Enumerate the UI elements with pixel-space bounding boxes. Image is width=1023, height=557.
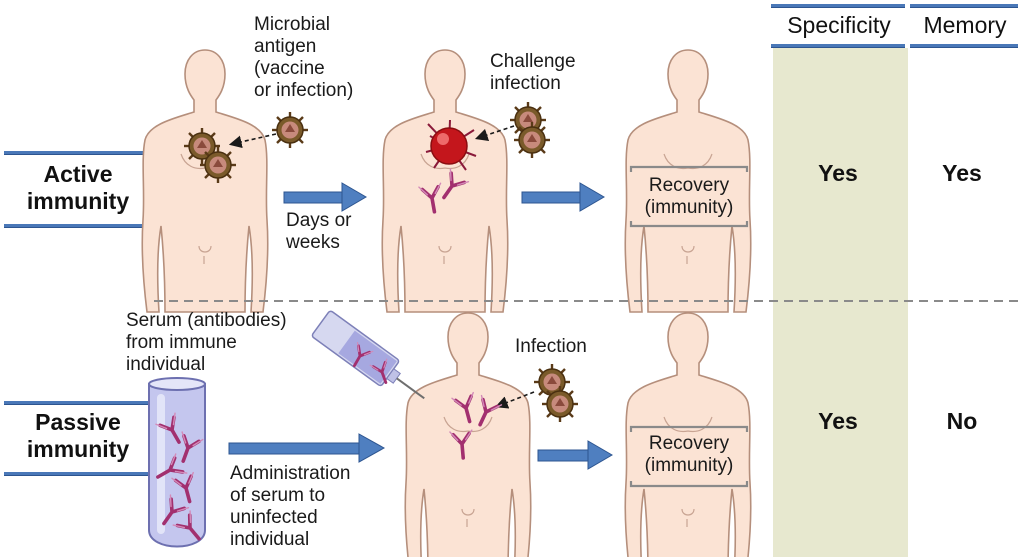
passive-immunity-label-line1: Passive	[35, 409, 121, 435]
active-immunity-label-line1: Active	[43, 161, 113, 187]
memory-header-bottom-bar	[910, 44, 1018, 48]
administration-label-line: Administration	[230, 463, 351, 484]
active-label-top-bar	[4, 151, 152, 155]
passive-label-top-bar	[4, 401, 152, 405]
administration-label: Administration of serum to uninfected in…	[230, 463, 350, 551]
syringe-icon	[311, 310, 425, 400]
challenge-dashed-arrow	[474, 125, 515, 142]
active-immunity-label: Active immunity	[4, 161, 152, 215]
passive-specificity-value: Yes	[818, 408, 858, 434]
arrow-active-2	[521, 182, 605, 212]
antigen-label-line: or infection)	[254, 80, 354, 101]
memory-header: Memory	[923, 11, 1007, 38]
challenge-label-line: infection	[490, 73, 561, 94]
serum-label-line: Serum (antibodies)	[126, 310, 287, 331]
passive-memory-value: No	[946, 408, 978, 434]
arrow-active-1	[283, 182, 367, 212]
microbe-icon	[270, 110, 310, 150]
antigen-dashed-arrow	[228, 133, 277, 149]
microbial-antigen-label: Microbial antigen (vaccine or infection)	[254, 14, 353, 102]
administration-label-line: of serum to	[230, 485, 326, 506]
passive-recovery-label: Recovery (immunity)	[636, 433, 742, 477]
recovery-label-line: Recovery	[648, 175, 730, 196]
active-body-2	[381, 49, 509, 313]
active-body-1	[141, 49, 269, 313]
specificity-header-top-bar	[771, 4, 905, 8]
interval-label-line: Days or	[286, 210, 352, 231]
antigen-label-line: (vaccine	[254, 58, 325, 79]
microbe-icon	[512, 120, 552, 160]
microbe-icon	[540, 384, 580, 424]
specificity-column-background	[773, 48, 908, 557]
challenge-infection-label: Challenge infection	[490, 51, 576, 95]
passive-immunity-label: Passive immunity	[4, 409, 152, 463]
active-memory-value: Yes	[942, 160, 982, 186]
recovery-label-line: (immunity)	[644, 455, 734, 476]
days-or-weeks-label: Days or weeks	[286, 210, 351, 254]
challenge-label-line: Challenge	[490, 51, 576, 72]
serum-label-line: from immune	[126, 332, 237, 353]
antigen-label-line: Microbial	[254, 14, 331, 35]
interval-label-line: weeks	[286, 232, 340, 253]
serum-label-line: individual	[126, 354, 206, 375]
passive-label-bottom-bar	[4, 472, 152, 476]
memory-header-top-bar	[910, 4, 1018, 8]
microbe-icon	[198, 145, 238, 185]
specificity-header-bottom-bar	[771, 44, 905, 48]
lymphocyte-icon	[425, 119, 477, 171]
recovery-label-line: Recovery	[648, 433, 730, 454]
passive-recovery-bracket	[629, 425, 749, 488]
passive-immunity-label-line2: immunity	[26, 436, 130, 462]
test-tube-icon	[148, 377, 210, 548]
administration-label-line: individual	[230, 529, 310, 550]
serum-label: Serum (antibodies) from immune individua…	[126, 310, 287, 376]
administration-label-line: uninfected	[230, 507, 318, 528]
active-specificity-value: Yes	[818, 160, 858, 186]
active-recovery-bracket	[629, 165, 749, 228]
recovery-label-line: (immunity)	[644, 197, 734, 218]
active-recovery-label: Recovery (immunity)	[636, 175, 742, 219]
infection-label: Infection	[515, 336, 587, 357]
active-label-bottom-bar	[4, 224, 152, 228]
specificity-header: Specificity	[787, 11, 891, 38]
arrow-passive-1	[228, 433, 386, 463]
antigen-label-line: antigen	[254, 36, 317, 57]
arrow-passive-2	[537, 440, 613, 470]
active-immunity-label-line2: immunity	[26, 188, 130, 214]
